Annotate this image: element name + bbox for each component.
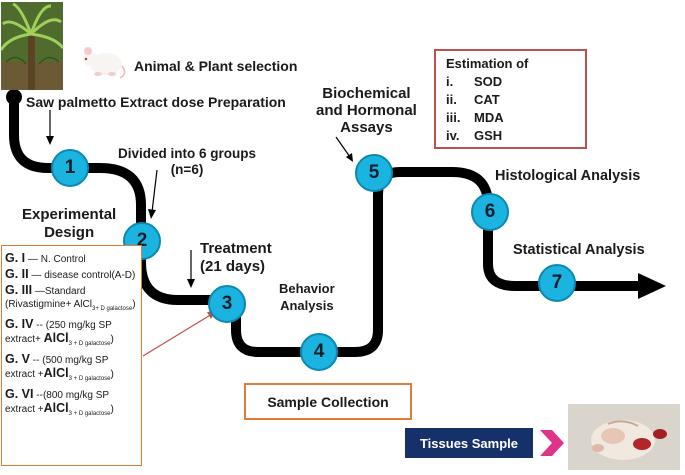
groups-box: G. I — N. Control G. II — disease contro… xyxy=(1,245,142,466)
tissue-sample-image xyxy=(568,404,680,470)
group-4: G. IV -- (250 mg/kg SP extract+ AlCl3 + … xyxy=(5,317,114,348)
group-5: G. V -- (500 mg/kg SP extract +AlCl3 + D… xyxy=(5,352,114,383)
estimation-box: Estimation of i.SOD ii.CAT iii.MDA iv.GS… xyxy=(434,49,587,149)
treatment-text: Treatment xyxy=(200,240,272,257)
estimation-item: iv.GSH xyxy=(446,128,503,143)
step-5-circle: 5 xyxy=(355,154,393,192)
process-line xyxy=(9,97,640,357)
sample-collection-box: Sample Collection xyxy=(244,383,412,420)
step-3-circle: 3 xyxy=(208,285,246,323)
biochem-line-1: Biochemical xyxy=(322,85,411,102)
extract-prep-label: Saw palmetto Extract dose Preparation xyxy=(26,94,286,110)
estimation-item: i.SOD xyxy=(446,74,503,89)
mouse-image xyxy=(83,47,126,79)
group-3: G. III —Standard (Rivastigmine+ AlCl3+ D… xyxy=(5,283,136,313)
experimental-design-label: Experimental Design xyxy=(22,206,116,242)
chevron-right-icon xyxy=(540,430,564,456)
estimation-item: iii.MDA xyxy=(446,110,504,125)
end-arrowhead xyxy=(638,273,666,299)
step-7-circle: 7 xyxy=(538,264,576,302)
behavior-text: Behavior xyxy=(279,281,335,296)
step-1-circle: 1 xyxy=(51,149,89,187)
pointer-arrow-5 xyxy=(335,136,351,158)
histological-label: Histological Analysis xyxy=(495,168,641,184)
group-1: G. I — N. Control xyxy=(5,251,86,266)
treatment-days: (21 days) xyxy=(200,258,266,275)
biochemical-label: Biochemical and Hormonal Assays xyxy=(316,85,417,136)
start-dot xyxy=(6,89,22,105)
biochem-line-3: Assays xyxy=(340,119,393,136)
step-2-circle: 2 xyxy=(123,222,161,260)
biochem-line-2: and Hormonal xyxy=(316,102,417,119)
estimation-title: Estimation of xyxy=(446,56,529,71)
divided-text: Divided into 6 groups xyxy=(118,146,257,161)
step-4-circle: 4 xyxy=(300,333,338,371)
animal-plant-label: Animal & Plant selection xyxy=(134,58,298,74)
behavior-analysis-label: Behavior Analysis xyxy=(279,280,335,314)
estimation-item: ii.CAT xyxy=(446,92,500,107)
divided-n: (n=6) xyxy=(170,162,204,177)
design-text: Design xyxy=(44,224,95,241)
analysis-text: Analysis xyxy=(280,298,334,313)
pointer-arrow-2 xyxy=(151,169,158,213)
groups-link-arrow xyxy=(142,313,213,357)
statistical-label: Statistical Analysis xyxy=(513,242,645,258)
treatment-label: Treatment (21 days) xyxy=(200,240,272,276)
tissues-sample-label: Tissues Sample xyxy=(405,428,533,458)
group-6: G. VI --(800 mg/kg SP extract +AlCl3 + D… xyxy=(5,387,114,418)
experimental-text: Experimental xyxy=(22,206,117,223)
step-6-circle: 6 xyxy=(471,193,509,231)
palm-plant-image xyxy=(1,2,63,90)
group-2: G. II — disease control(A-D) xyxy=(5,267,136,282)
divided-label: Divided into 6 groups (n=6) xyxy=(118,146,256,178)
